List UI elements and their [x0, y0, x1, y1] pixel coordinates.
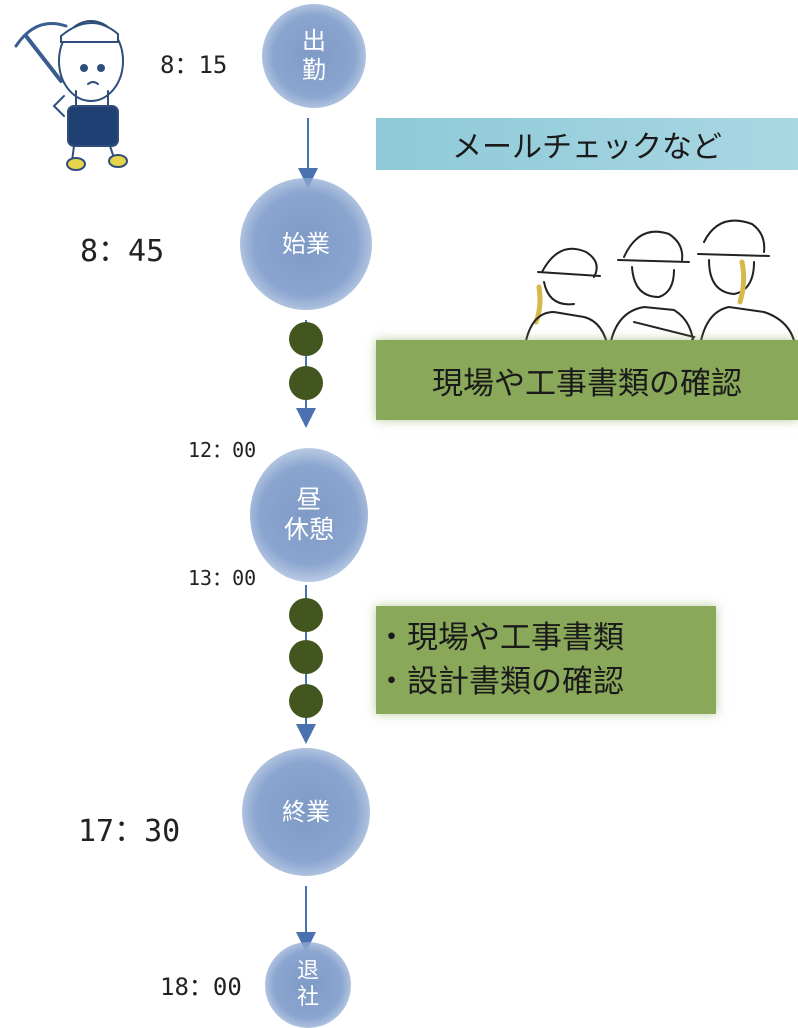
node-label: 休憩 — [283, 515, 334, 544]
leave-time: 18：00 — [160, 973, 242, 1001]
progress-dot — [289, 684, 323, 718]
start-work-time: 8：45 — [80, 234, 165, 269]
mail-check-label: メールチェックなど — [452, 130, 722, 165]
afternoon-work-line: ・現場や工事書類 — [376, 620, 624, 656]
progress-dot — [289, 640, 323, 674]
node-leave-office: 退 社 — [265, 942, 351, 1028]
afternoon-work-banner: ・現場や工事書類 ・設計書類の確認 — [376, 606, 716, 714]
node-label: 出 — [302, 27, 326, 56]
lunch-start-time: 12：00 — [188, 438, 257, 462]
progress-dot — [289, 366, 323, 400]
arrival-time: 8：15 — [160, 51, 228, 79]
node-label: 昼 — [296, 485, 322, 514]
node-end-work: 終業 — [242, 748, 370, 876]
worker-with-pickaxe-illustration — [14, 20, 128, 171]
progress-dot — [289, 322, 323, 356]
morning-work-label: 現場や工事書類の確認 — [432, 365, 742, 402]
three-workers-helmets-illustration — [523, 219, 797, 352]
mail-check-banner: メールチェックなど — [376, 118, 798, 170]
lunch-end-time: 13：00 — [188, 566, 257, 590]
node-label: 勤 — [302, 56, 326, 84]
node-label: 社 — [296, 985, 319, 1010]
morning-work-banner: 現場や工事書類の確認 — [376, 340, 798, 420]
node-arrival: 出 勤 — [262, 4, 366, 108]
node-label: 退 — [296, 958, 319, 984]
afternoon-work-line: ・設計書類の確認 — [376, 664, 624, 700]
progress-dot — [289, 598, 323, 632]
node-label: 始業 — [282, 229, 330, 258]
node-lunch-break: 昼 休憩 — [250, 448, 368, 582]
node-start-work: 始業 — [240, 178, 372, 310]
node-label: 終業 — [282, 797, 330, 826]
end-work-time: 17：30 — [78, 814, 181, 849]
